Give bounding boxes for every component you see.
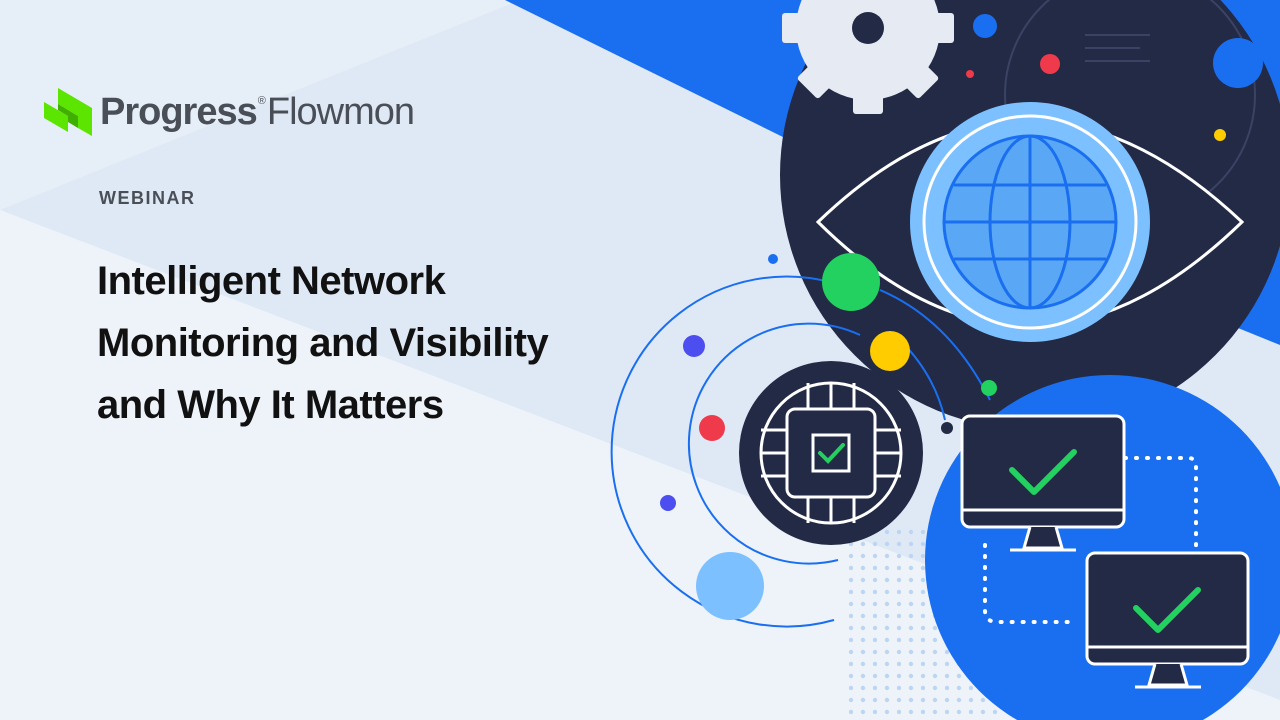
monitor-icon (960, 414, 1126, 552)
dot-red (1040, 54, 1060, 74)
planet-green (822, 253, 880, 311)
dot-small-blue (768, 254, 778, 264)
registered-mark: ® (257, 94, 266, 107)
progress-flowmon-logo[interactable]: Progress ® Flowmon (44, 88, 415, 136)
gear-icon (782, 0, 954, 114)
dot-blue-right (1213, 38, 1263, 88)
planet-purple (683, 335, 705, 357)
dotted-connectors (983, 456, 1198, 624)
chip-icon (739, 361, 923, 545)
planet-purple-small (660, 495, 676, 511)
webinar-label: WEBINAR (99, 188, 196, 208)
dot-red-small (966, 70, 974, 78)
title-line-2: Monitoring and Visibility (97, 321, 549, 365)
dot-small-green (981, 380, 997, 396)
planet-yellow (870, 331, 910, 371)
brand-wordmark: Progress ® Flowmon (100, 90, 415, 134)
planet-red (699, 415, 725, 441)
progress-chevron-logo-icon (44, 88, 92, 136)
product-name: Flowmon (266, 90, 415, 133)
dot-blue (973, 14, 997, 38)
dot-yellow (1214, 129, 1226, 141)
title-line-1: Intelligent Network (97, 259, 446, 303)
brand-name: Progress (100, 90, 258, 133)
title-line-3: and Why It Matters (97, 383, 444, 427)
dot-small-navy (941, 422, 953, 434)
checkmark-icon (1009, 449, 1077, 495)
checkmark-icon (1133, 587, 1201, 633)
planet-lightblue (696, 552, 764, 620)
globe-icon (910, 102, 1150, 342)
monitor-icon (1085, 551, 1250, 689)
page-title: Intelligent Network Monitoring and Visib… (97, 250, 657, 436)
